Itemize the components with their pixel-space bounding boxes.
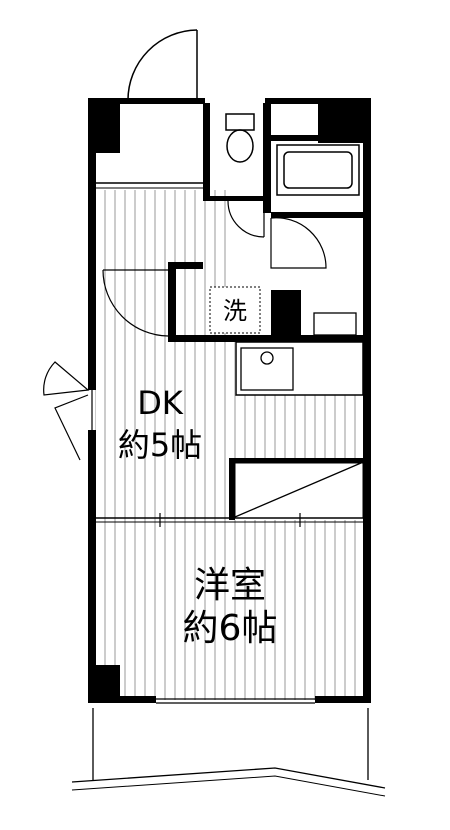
washroom [102, 262, 357, 340]
entrance-door [127, 29, 198, 101]
bathtub-icon [276, 144, 360, 196]
sink-icon [240, 347, 294, 391]
closet [229, 458, 364, 520]
bathroom [270, 135, 363, 269]
toilet-room [203, 103, 271, 238]
western-room-name: 洋室 [194, 565, 266, 606]
western-room-size: 約6帖 [183, 608, 278, 649]
entry-hall [96, 182, 205, 189]
balcony [71, 698, 386, 797]
kitchen [168, 335, 364, 396]
room-partition [96, 513, 363, 527]
dk-room-name: DK [137, 384, 184, 422]
laundry-label: 洗 [223, 297, 247, 325]
floor-hatching [95, 190, 365, 700]
side-window [43, 361, 93, 461]
dk-room-size: 約5帖 [118, 426, 202, 464]
outer-walls [88, 98, 371, 703]
laundry-space: 洗 [209, 286, 261, 334]
toilet-icon [225, 113, 255, 163]
